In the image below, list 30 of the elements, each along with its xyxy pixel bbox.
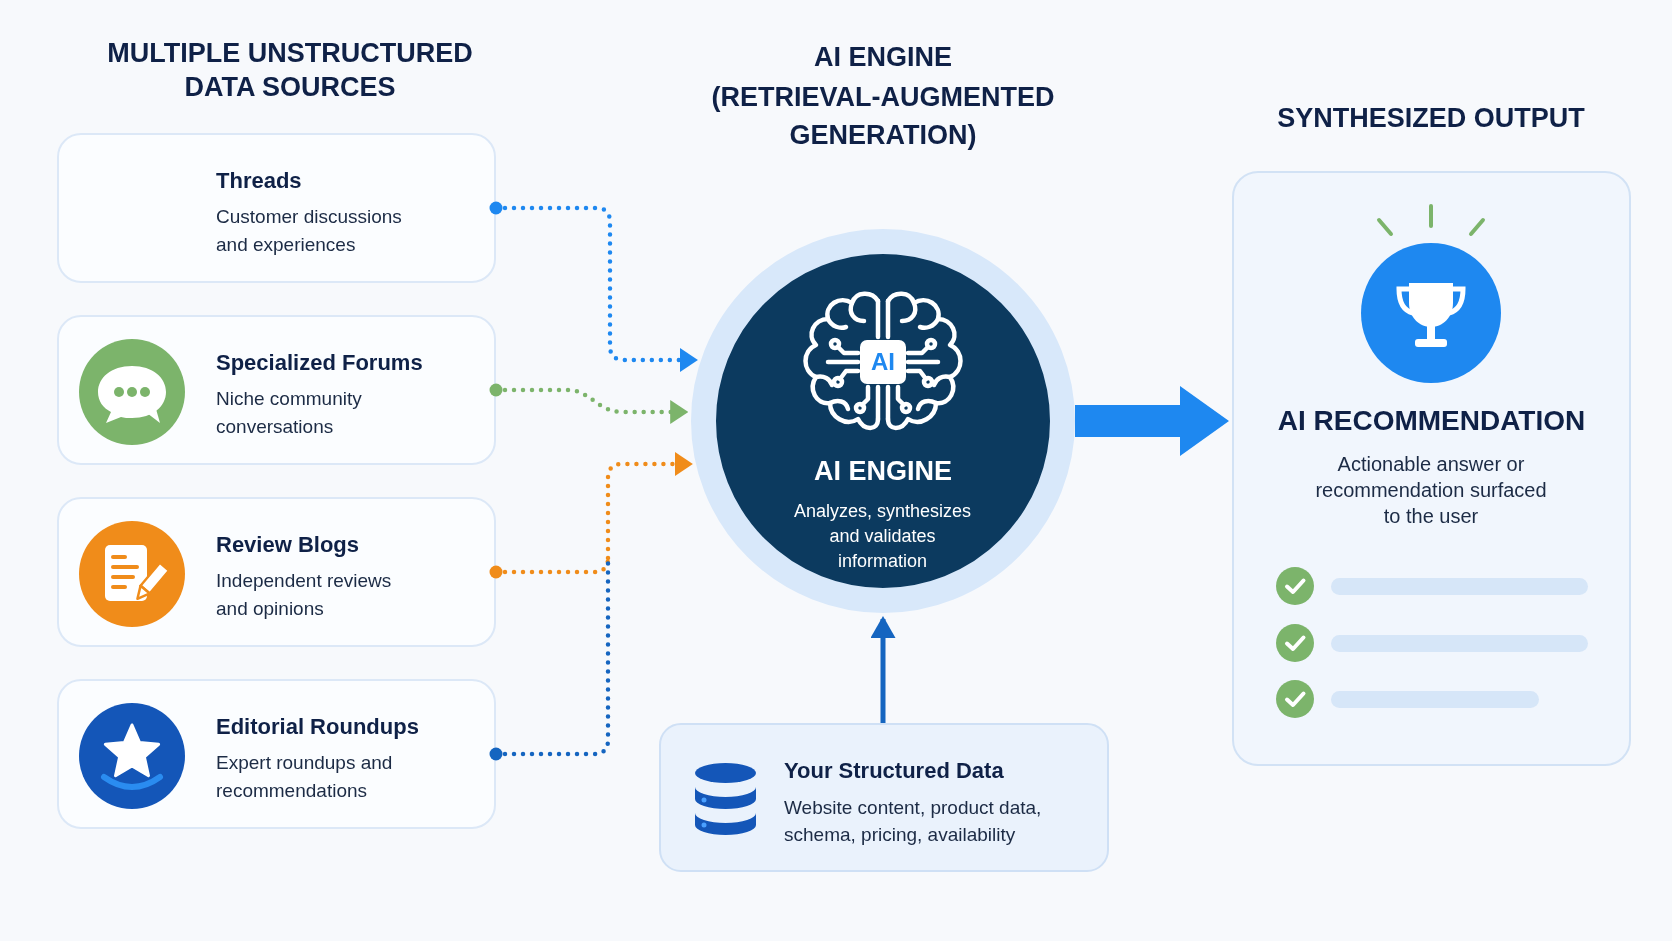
output-panel bbox=[1232, 171, 1631, 766]
dotted-connector bbox=[605, 452, 693, 561]
card-description: Expert roundups and recommendations bbox=[216, 751, 394, 803]
column-heading: MULTIPLE UNSTRUCTURED DATA SOURCES bbox=[106, 37, 474, 104]
output-title: AI RECOMMENDATION bbox=[1276, 405, 1587, 437]
column-heading: (RETRIEVAL-AUGMENTED GENERATION) bbox=[710, 81, 1056, 152]
source-card bbox=[57, 679, 496, 829]
dotted-connector bbox=[489, 383, 689, 424]
chip-label: AI bbox=[860, 340, 906, 384]
card-title: Threads bbox=[216, 167, 303, 195]
column-heading: AI ENGINE bbox=[813, 41, 953, 74]
source-card bbox=[57, 315, 496, 465]
card-description: Customer discussions and experiences bbox=[216, 205, 403, 257]
engine-title: AI ENGINE bbox=[813, 455, 953, 487]
source-card bbox=[57, 133, 496, 283]
card-description: Niche community conversations bbox=[216, 387, 363, 439]
engine-description: Analyzes, synthesizes and validates information bbox=[792, 500, 973, 573]
card-title: Review Blogs bbox=[216, 531, 361, 559]
dotted-connector bbox=[489, 201, 698, 372]
card-title: Editorial Roundups bbox=[216, 713, 420, 741]
card-description: Website content, product data, schema, pricing, availability bbox=[784, 796, 1043, 847]
card-description: Independent reviews and opinions bbox=[216, 569, 393, 621]
card-title: Specialized Forums bbox=[216, 349, 424, 377]
data-source-card bbox=[659, 723, 1109, 872]
arrow bbox=[870, 616, 896, 723]
column-heading: SYNTHESIZED OUTPUT bbox=[1276, 102, 1586, 135]
output-description: Actionable answer or recommendation surfaced to the user bbox=[1314, 452, 1548, 529]
block-arrow bbox=[1075, 386, 1229, 456]
source-card bbox=[57, 497, 496, 647]
card-title: Your Structured Data bbox=[784, 757, 1005, 785]
